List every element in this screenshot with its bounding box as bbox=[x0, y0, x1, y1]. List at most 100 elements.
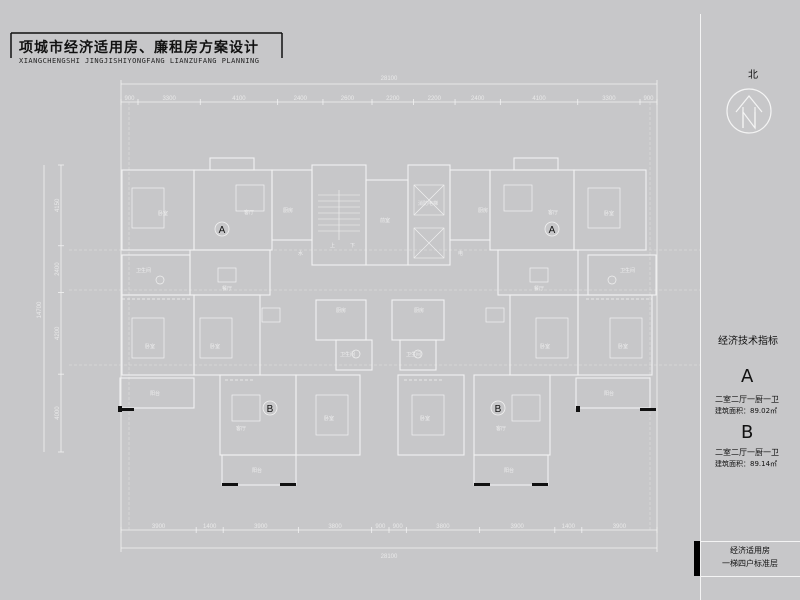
top-dimension-label: 3300 bbox=[602, 96, 616, 102]
bed-icon bbox=[315, 394, 349, 436]
sheet-caption-line2: 一梯四户标准层 bbox=[722, 559, 778, 568]
label-electric: 电 bbox=[458, 250, 463, 257]
table-icon bbox=[529, 267, 549, 283]
bottom-dimension-ticks bbox=[120, 527, 658, 533]
label-living: 客厅 bbox=[236, 425, 246, 432]
room-bedroom-b-left bbox=[121, 294, 195, 376]
left-dimension-label: 2400 bbox=[55, 262, 61, 276]
label-living: 客厅 bbox=[496, 425, 506, 432]
bottom-dimension-label: 3800 bbox=[328, 524, 342, 530]
room-kitchen-a-left bbox=[271, 169, 313, 241]
specs-title: 经济技术指标 bbox=[718, 336, 778, 347]
drawing-title: 项城市经济适用房、廉租房方案设计 bbox=[19, 40, 259, 56]
bed-icon bbox=[199, 317, 233, 359]
room-living-a-left bbox=[193, 169, 273, 251]
type-b-letter: B bbox=[741, 422, 754, 443]
top-dimension-label: 4100 bbox=[532, 96, 546, 102]
room-bath-b-left bbox=[335, 339, 373, 371]
label-balcony: 阳台 bbox=[504, 467, 514, 474]
unit-label-b-left: B bbox=[267, 404, 274, 415]
label-bath: 卫生间 bbox=[136, 267, 151, 274]
room-top-balcony-right bbox=[513, 157, 559, 171]
bottom-dimension-label: 900 bbox=[375, 524, 386, 530]
room-bath-a-right bbox=[587, 254, 657, 296]
label-bath: 卫生间 bbox=[340, 351, 355, 358]
left-dimension-label: 4200 bbox=[55, 326, 61, 340]
sofa-icon bbox=[511, 394, 541, 422]
sheet-caption-bar bbox=[694, 541, 700, 576]
room-labels: 卧室 客厅 厨房 上 下 前室 消防电梯 水 电 厨房 客厅 卧室 卫生间 卫生… bbox=[136, 200, 635, 474]
label-bedroom: 卧室 bbox=[158, 210, 168, 217]
type-a-description: 二室二厅一厨一卫 bbox=[715, 395, 779, 404]
top-dimension-label: 900 bbox=[124, 96, 135, 102]
top-dimension-label: 2400 bbox=[294, 96, 308, 102]
left-dimension-labels: 4150 2400 4200 4000 bbox=[55, 198, 61, 420]
label-elevator: 消防电梯 bbox=[418, 200, 438, 207]
top-dimension-label: 3300 bbox=[162, 96, 176, 102]
bottom-total-dimension: 28100 bbox=[381, 554, 398, 560]
room-bedroom-d-left bbox=[295, 374, 361, 456]
label-balcony: 阳台 bbox=[252, 467, 262, 474]
bottom-dimension-label: 3900 bbox=[511, 524, 525, 530]
label-kitchen: 厨房 bbox=[414, 307, 424, 314]
unit-label-a-left: A bbox=[219, 225, 226, 236]
left-dimension-ticks bbox=[58, 164, 64, 453]
label-bath: 卫生间 bbox=[406, 351, 421, 358]
stair-treads bbox=[318, 190, 360, 240]
room-balcony-right bbox=[575, 377, 651, 409]
label-bedroom: 卧室 bbox=[145, 343, 155, 350]
north-label: 北 bbox=[748, 70, 758, 81]
sheet-caption-box bbox=[700, 541, 800, 577]
dimension-lines bbox=[43, 80, 658, 552]
room-bedroom-a-left bbox=[121, 169, 195, 251]
label-bedroom: 卧室 bbox=[420, 415, 430, 422]
left-dimension-label: 4000 bbox=[55, 406, 61, 420]
type-b-description: 二室二厅一厨一卫 bbox=[715, 448, 779, 457]
room-kitchen-b-left bbox=[315, 299, 367, 341]
room-bedroom-b-right bbox=[577, 294, 653, 376]
label-water: 水 bbox=[298, 250, 303, 257]
sheet-caption-line1: 经济适用房 bbox=[730, 546, 770, 555]
top-dimension-label: 4100 bbox=[232, 96, 246, 102]
label-bedroom: 卧室 bbox=[618, 343, 628, 350]
title-frame bbox=[10, 32, 283, 58]
room-bath-b-right bbox=[399, 339, 437, 371]
top-dimension-label: 900 bbox=[643, 96, 654, 102]
bottom-dimension-label: 900 bbox=[393, 524, 404, 530]
unit-label-b-right: B bbox=[495, 404, 502, 415]
room-kitchen-a-right bbox=[449, 169, 491, 241]
top-dimension-label: 2400 bbox=[471, 96, 485, 102]
room-bedroom-c-left bbox=[193, 294, 261, 376]
top-dimension-label: 2200 bbox=[428, 96, 442, 102]
left-dimension-label: 4150 bbox=[55, 198, 61, 212]
label-kitchen: 厨房 bbox=[336, 307, 346, 314]
axis-grid bbox=[69, 102, 700, 530]
toilet-icon bbox=[155, 275, 165, 285]
table-icon bbox=[261, 307, 281, 323]
drawing-subtitle: XIANGCHENGSHI JINGJISHIYONGFANG LIANZUFA… bbox=[19, 57, 260, 65]
label-bedroom: 卧室 bbox=[540, 343, 550, 350]
label-bath: 卫生间 bbox=[620, 267, 635, 274]
north-arrow-icon bbox=[726, 88, 772, 134]
room-balcony-left bbox=[119, 377, 195, 409]
label-bedroom: 卧室 bbox=[604, 210, 614, 217]
room-balcony-b-right bbox=[473, 454, 549, 486]
type-a-area: 建筑面积：89.02㎡ bbox=[715, 407, 778, 415]
bed-icon bbox=[587, 187, 621, 229]
sofa-icon bbox=[235, 184, 265, 212]
toilet-icon bbox=[351, 349, 361, 359]
label-kitchen: 厨房 bbox=[283, 207, 293, 214]
bed-icon bbox=[609, 317, 643, 359]
label-living: 客厅 bbox=[244, 209, 254, 216]
bottom-dimension-label: 3900 bbox=[613, 524, 627, 530]
table-icon bbox=[485, 307, 505, 323]
toilet-icon bbox=[413, 349, 423, 359]
label-stair-up: 上 bbox=[330, 242, 335, 249]
bottom-dimension-label: 1400 bbox=[203, 524, 217, 530]
room-outlines bbox=[119, 157, 657, 486]
unit-markers: A A B B bbox=[214, 221, 560, 416]
